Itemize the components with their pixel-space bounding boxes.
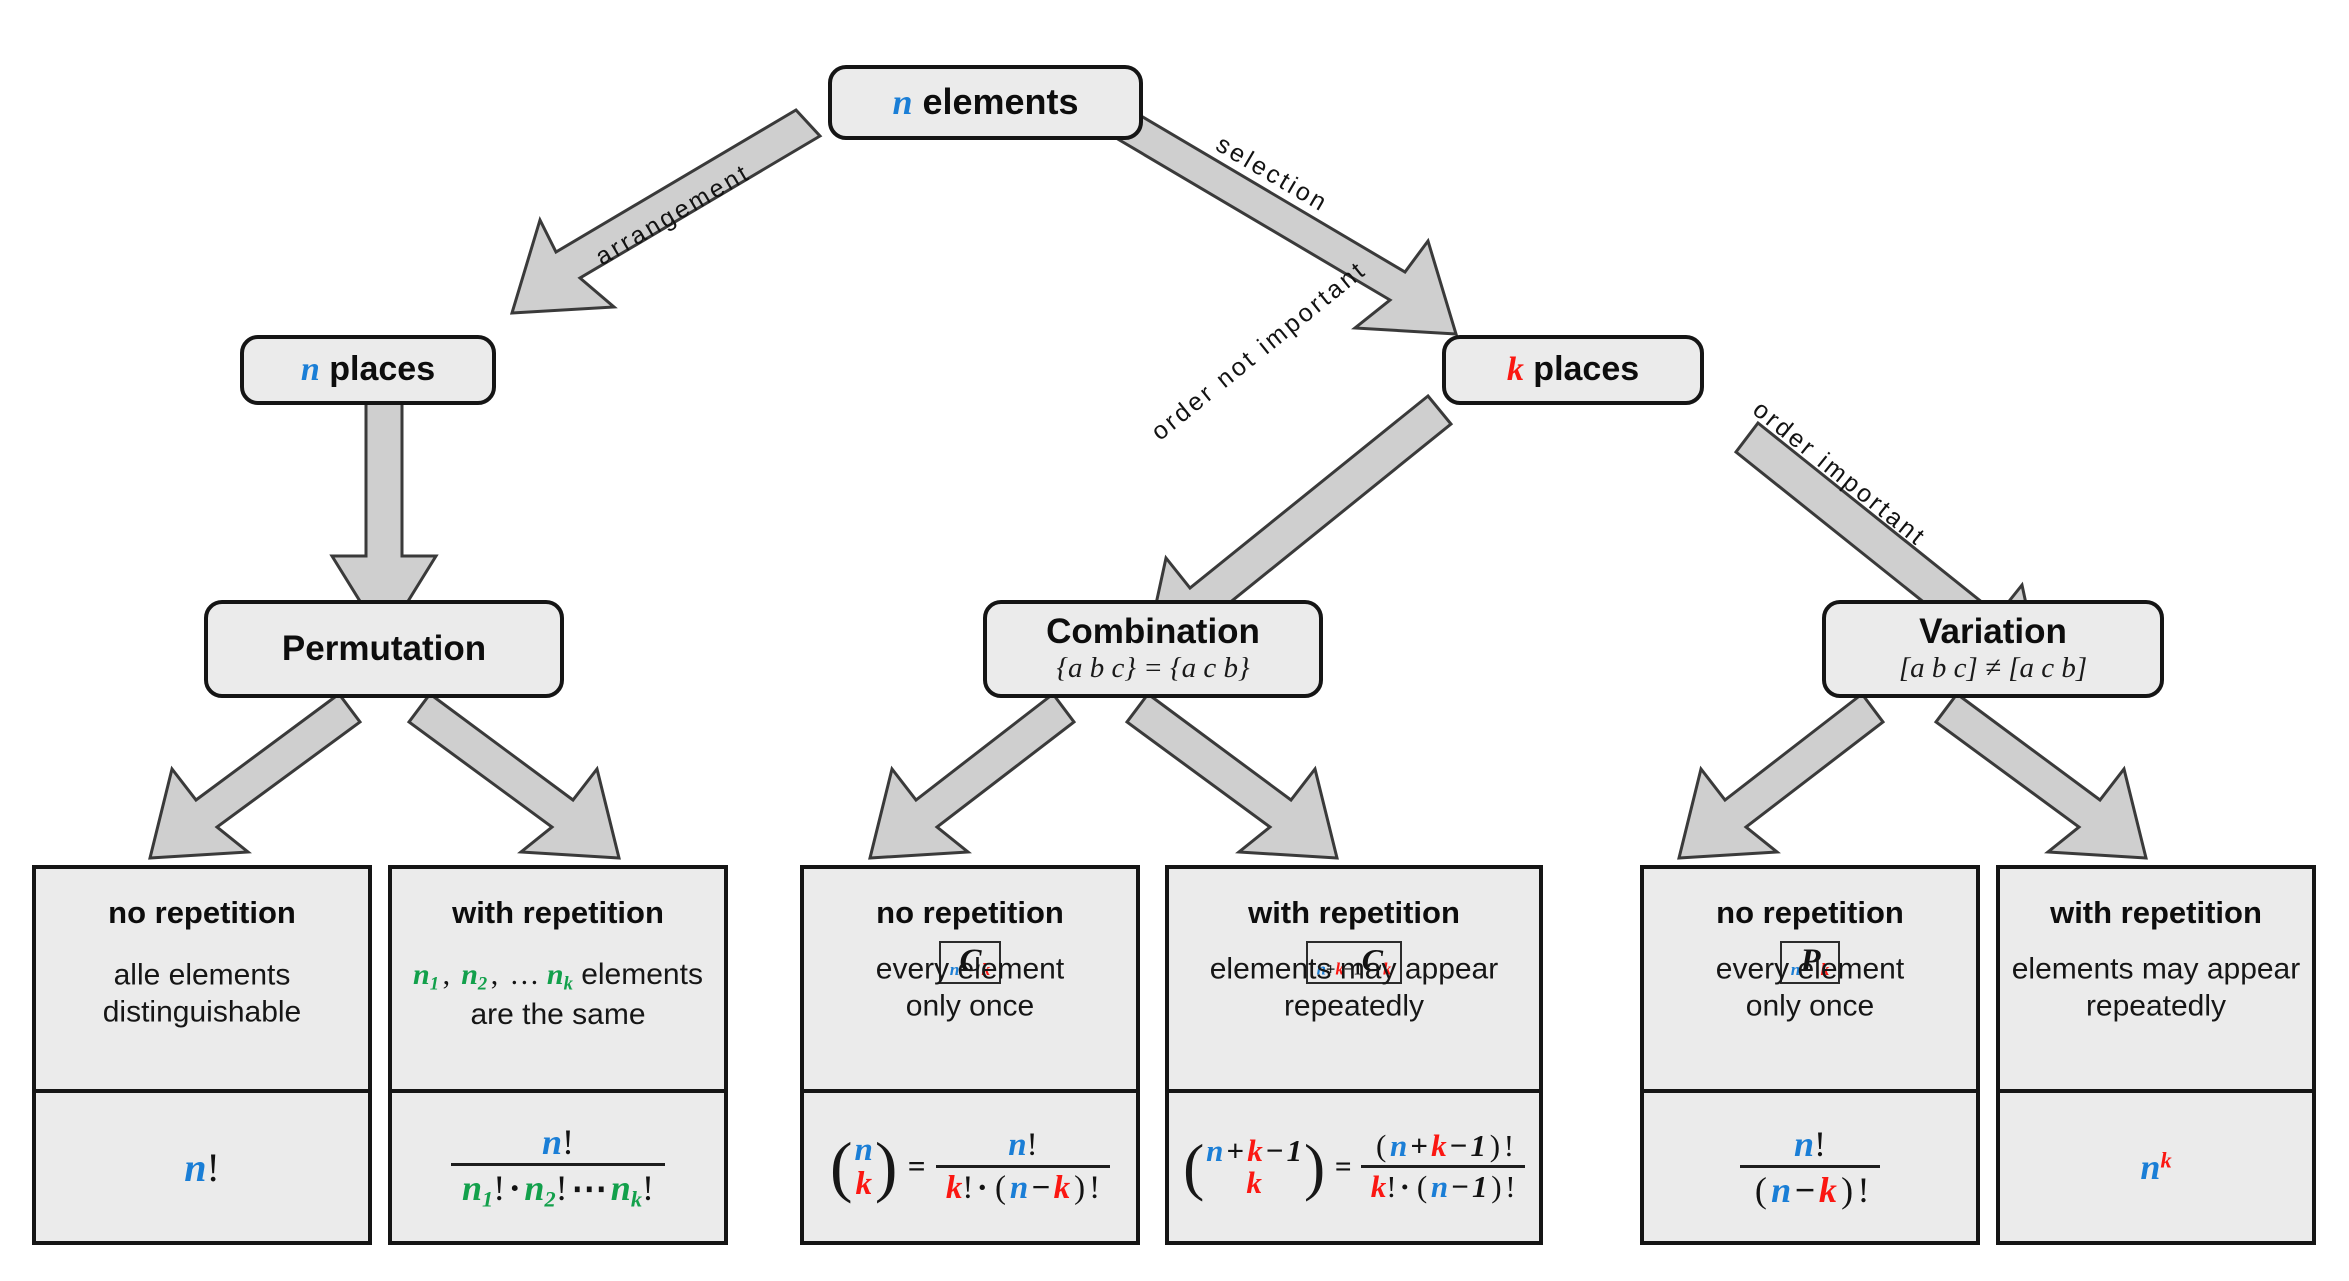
leaf1-top: no repetition alle elements distinguisha…	[36, 869, 368, 1089]
node-n-elements[interactable]: n elements	[828, 65, 1143, 140]
leaf-variation-no-repetition[interactable]: no repetition nPk every element only onc…	[1640, 865, 1980, 1245]
leaf5-description: every element only once	[1644, 951, 1976, 1025]
leaf5-top: no repetition nPk every element only onc…	[1644, 869, 1976, 1089]
n-places-variable: n	[300, 351, 320, 389]
leaf6-description: elements may appear repeatedly	[2000, 951, 2312, 1025]
leaf4-top: with repetition n+k−1Ck elements may app…	[1169, 869, 1539, 1089]
node-variation[interactable]: Variation [a b c] ≠ [a c b]	[1822, 600, 2164, 698]
leaf2-desc-math: n1, n2, … nk	[413, 957, 573, 995]
leaf5-desc-line1: every element	[1715, 952, 1905, 986]
arrow-variation-to-leaf5	[1677, 691, 1886, 860]
leaf4-description: elements may appear repeatedly	[1169, 951, 1539, 1025]
leaf5-desc-line2: only once	[1745, 989, 1875, 1023]
leaf-combination-with-repetition[interactable]: with repetition n+k−1Ck elements may app…	[1165, 865, 1543, 1245]
leaf3-description: every element only once	[804, 951, 1136, 1025]
node-n-places[interactable]: n places	[240, 335, 496, 405]
leaf4-formula: ( n+k−1 k ) = (n+k−1)! k!·(n−1)!	[1169, 1089, 1539, 1241]
leaf-combination-no-repetition[interactable]: no repetition nCk every element only onc…	[800, 865, 1140, 1245]
leaf4-desc-line1: elements may appear	[1209, 952, 1499, 986]
leaf5-heading: no repetition	[1716, 895, 1904, 930]
k-places-label: places	[1533, 350, 1640, 389]
leaf-variation-with-repetition[interactable]: with repetition elements may appear repe…	[1996, 865, 2316, 1245]
leaf6-heading: with repetition	[2050, 895, 2262, 930]
node-variation-subtitle: [a b c] ≠ [a c b]	[1898, 651, 2088, 684]
node-k-places[interactable]: k places	[1442, 335, 1704, 405]
leaf2-top: with repetition n1, n2, … nk elements ar…	[392, 869, 724, 1089]
leaf3-desc-line1: every element	[875, 952, 1065, 986]
leaf2-heading: with repetition	[452, 895, 664, 930]
root-label: elements	[922, 81, 1079, 123]
arrow-permutation-to-leaf2	[406, 691, 621, 860]
node-k-places-title: k places	[1507, 351, 1639, 389]
leaf6-formula: nk	[2000, 1089, 2312, 1241]
n-places-label: places	[329, 350, 436, 389]
node-permutation-title: Permutation	[281, 629, 487, 669]
leaf4-desc-line2: repeatedly	[1283, 989, 1425, 1023]
arrow-combination-to-leaf4	[1124, 691, 1339, 860]
node-combination-subtitle: {a b c} = {a c b}	[1056, 651, 1250, 684]
arrow-permutation-to-leaf1	[148, 691, 363, 860]
leaf5-symbol: nPk	[1779, 941, 1841, 985]
leaf6-desc-line1: elements may appear	[2011, 952, 2301, 986]
arrow-root-to-n-places	[509, 108, 823, 315]
node-permutation[interactable]: Permutation	[204, 600, 564, 698]
node-n-places-title: n places	[301, 351, 435, 389]
k-places-variable: k	[1506, 351, 1524, 389]
leaf4-symbol: n+k−1Ck	[1305, 941, 1403, 985]
arrow-n-places-to-permutation	[329, 393, 439, 643]
leaf1-desc-line2: distinguishable	[102, 995, 302, 1029]
leaf1-heading: no repetition	[108, 895, 296, 930]
leaf3-symbol: nCk	[938, 941, 1002, 985]
leaf5-formula: n! (n−k)!	[1644, 1089, 1976, 1241]
leaf6-top: with repetition elements may appear repe…	[2000, 869, 2312, 1089]
root-variable: n	[892, 82, 913, 123]
leaf3-heading: no repetition	[876, 895, 1064, 930]
leaf6-desc-line2: repeatedly	[2085, 989, 2227, 1023]
arrow-combination-to-leaf3	[868, 691, 1077, 860]
leaf2-description: n1, n2, … nk elements are the same	[413, 957, 703, 1031]
leaf3-desc-line2: only once	[905, 989, 1035, 1023]
leaf3-top: no repetition nCk every element only onc…	[804, 869, 1136, 1089]
node-n-elements-title: n elements	[892, 81, 1079, 123]
leaf-permutation-no-repetition[interactable]: no repetition alle elements distinguisha…	[32, 865, 372, 1245]
leaf-permutation-with-repetition[interactable]: with repetition n1, n2, … nk elements ar…	[388, 865, 728, 1245]
arrow-variation-to-leaf6	[1933, 691, 2148, 860]
leaf1-desc-line1: alle elements	[113, 958, 291, 992]
node-variation-title: Variation	[1919, 612, 2067, 652]
leaf1-description: alle elements distinguishable	[36, 957, 368, 1031]
leaf2-desc-line2: are the same	[470, 997, 646, 1031]
leaf2-formula: n! n1!·n2!⋯nk!	[392, 1089, 724, 1241]
leaf4-heading: with repetition	[1248, 895, 1460, 930]
node-combination-title: Combination	[1046, 612, 1260, 652]
arrow-root-to-k-places	[1113, 107, 1459, 336]
node-combination[interactable]: Combination {a b c} = {a c b}	[983, 600, 1323, 698]
leaf1-formula: n!	[36, 1089, 368, 1241]
